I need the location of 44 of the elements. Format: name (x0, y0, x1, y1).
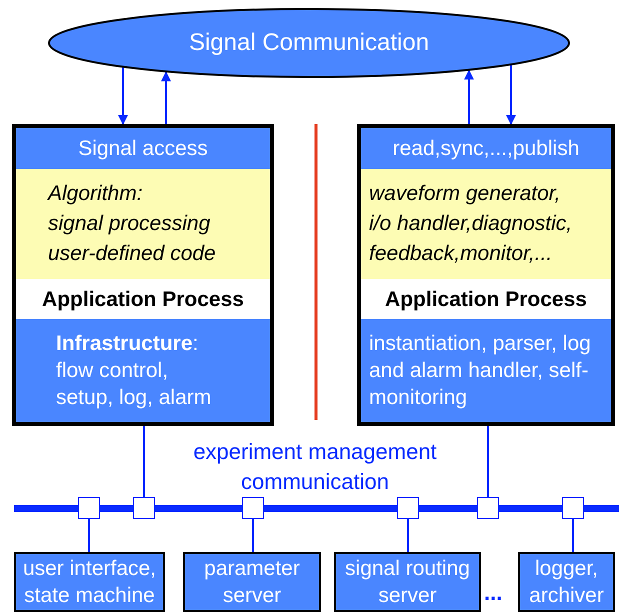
bus-label: experiment management communication (192, 438, 438, 496)
connector-line (572, 519, 574, 552)
ellipsis-label: ... (484, 579, 502, 607)
band-text: read,sync,...,publish (392, 136, 580, 162)
ellipse-label: Signal Communication (188, 28, 430, 58)
band-text: Signal access (78, 136, 208, 162)
band-text: Application Process (42, 286, 244, 312)
arrow (506, 65, 516, 125)
connector-line (88, 519, 90, 552)
service-box (14, 552, 165, 612)
band-text: Algorithm: (48, 181, 144, 207)
connector-line (252, 519, 254, 552)
arrow (161, 71, 171, 124)
service-label: logger, archiver (528, 556, 605, 609)
ellipse-node (48, 8, 570, 78)
band-text: instantiation, parser, log and alarm handler, self-monitoring (369, 331, 592, 411)
arrow (118, 68, 128, 125)
algorithm-band (361, 169, 611, 279)
service-label: signal routing server (344, 556, 471, 609)
band-text: Infrastructure: (56, 331, 200, 357)
port-square (397, 497, 419, 519)
port-square (133, 497, 155, 519)
title-band (16, 279, 270, 319)
service-box (183, 552, 321, 612)
connector-line (407, 519, 409, 552)
band-text: Application Process (385, 286, 587, 312)
service-box (334, 552, 481, 612)
band-text: waveform generator, i/o handler,diagnostic, feedback,monitor,... (369, 181, 574, 267)
port-square (78, 497, 100, 519)
arrow (464, 70, 474, 124)
port-square (242, 497, 264, 519)
port-square (562, 497, 584, 519)
connector-line (487, 426, 489, 497)
title-band (361, 279, 611, 319)
port-square (477, 497, 499, 519)
service-box (518, 552, 615, 612)
connector-line (143, 426, 145, 497)
process-box (357, 124, 615, 426)
algorithm-band (16, 169, 270, 279)
service-label: parameter server (203, 556, 301, 609)
process-box (12, 124, 274, 426)
service-label: user interface, state machine (22, 556, 158, 609)
band-text: signal processing user-defined code (48, 211, 217, 267)
band-text: flow control, setup, log, alarm (56, 358, 212, 411)
